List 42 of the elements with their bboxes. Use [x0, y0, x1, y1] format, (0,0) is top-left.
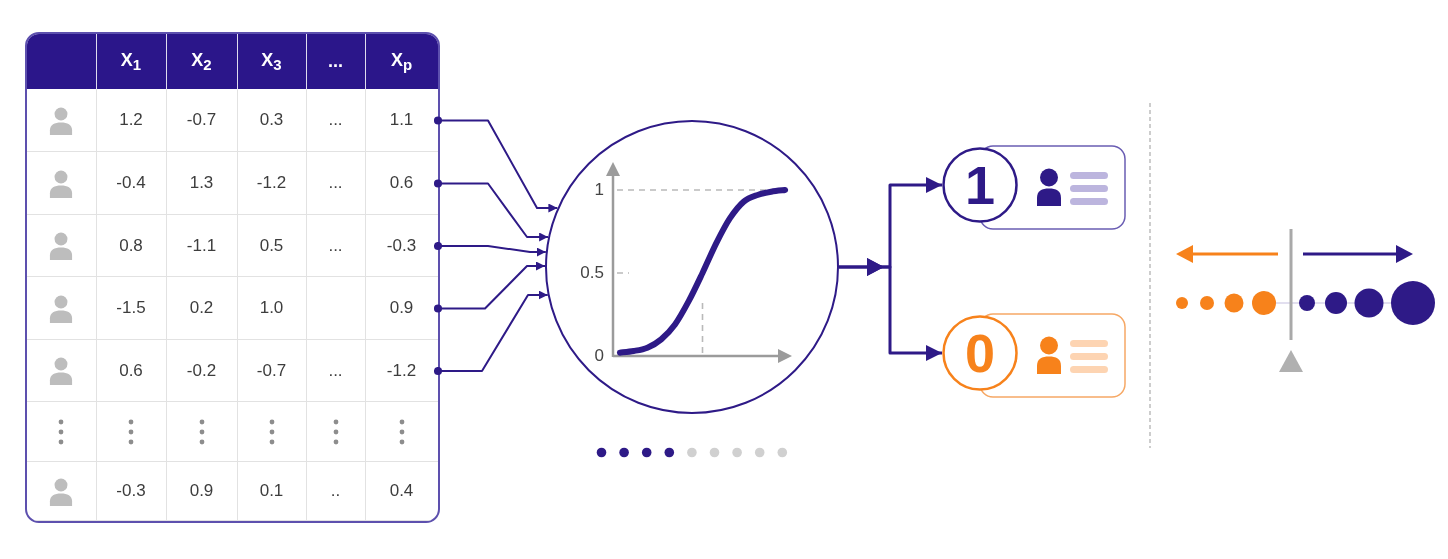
cell-value: 1.3	[189, 172, 214, 194]
tick-label: 1	[594, 179, 604, 201]
cell-value: 0.9	[389, 297, 414, 319]
cell-value: 0.8	[119, 235, 143, 256]
cell-value: 0.9	[189, 480, 214, 502]
cell-value: -0.7	[256, 360, 287, 381]
cell-value: ...	[328, 235, 343, 256]
class-label: 1	[965, 158, 995, 212]
cell-value: -1.2	[256, 172, 287, 194]
tick-label: 0.5	[580, 262, 604, 284]
cell-value: -0.2	[186, 360, 217, 381]
output-card	[942, 313, 1127, 398]
cell-value: -0.3	[116, 480, 146, 502]
cell-value: 0.6	[389, 172, 414, 194]
output-card	[942, 145, 1127, 230]
cell-value: 1.0	[259, 297, 284, 319]
cell-value: ...	[328, 109, 343, 131]
cell-value: 0.2	[189, 297, 214, 319]
cell-value: ...	[328, 172, 343, 194]
column-header: X$_{3}$	[261, 49, 282, 74]
column-header: X$_{2}$	[191, 49, 212, 74]
cell-value: -0.7	[186, 109, 217, 131]
data-table	[25, 32, 440, 523]
cell-value: -0.4	[116, 172, 146, 194]
column-header: X$_{1}$	[120, 49, 142, 74]
column-header: ...	[328, 50, 343, 73]
cell-value: 1.1	[389, 109, 414, 131]
column-header: X$_{p}$	[390, 49, 413, 74]
cell-value: 0.5	[259, 235, 284, 256]
cell-value: 1.2	[119, 109, 143, 131]
tick-label: 0	[594, 345, 604, 367]
class-label: 0	[965, 326, 995, 380]
cell-value: ...	[328, 360, 343, 381]
cell-value: -1.5	[116, 297, 146, 319]
cell-value: -1.1	[186, 235, 217, 256]
cell-value: -0.3	[386, 235, 417, 256]
cell-value: 0.4	[389, 480, 414, 502]
cell-value: 0.1	[259, 480, 284, 502]
cell-value: 0.3	[259, 109, 284, 131]
cell-value: ..	[330, 480, 341, 502]
cell-value: 0.6	[119, 360, 143, 381]
cell-value: -1.2	[386, 360, 417, 381]
